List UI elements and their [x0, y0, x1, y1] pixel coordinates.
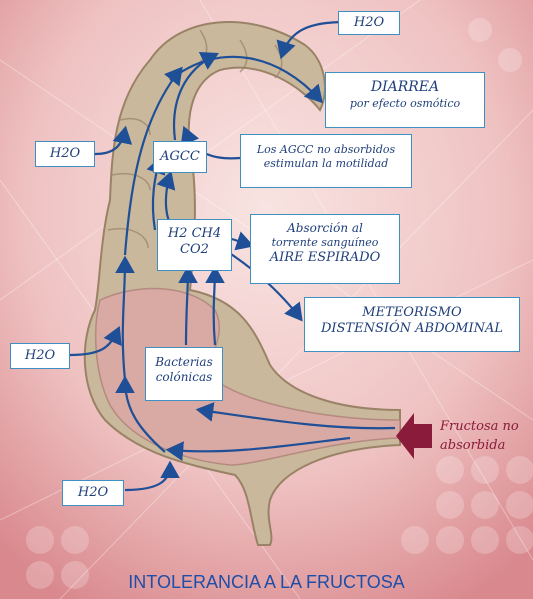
label-diarrea: DIARREA por efecto osmótico	[325, 72, 485, 128]
label-h2o-bottom-text: H2O	[63, 485, 123, 501]
diagram-caption: INTOLERANCIA A LA FRUCTOSA	[0, 572, 533, 593]
label-gases-line2: CO2	[158, 242, 231, 258]
label-meteorismo-line2: DISTENSIÓN ABDOMINAL	[305, 321, 519, 337]
label-absorcion-line1: Absorción al	[251, 221, 399, 236]
label-h2o-left-mid-text: H2O	[11, 348, 69, 364]
label-h2o-left-mid: H2O	[10, 343, 70, 369]
label-gases-line1: H2 CH4	[158, 226, 231, 242]
label-h2o-top-text: H2O	[339, 15, 399, 31]
label-h2o-left-upper: H2O	[35, 141, 95, 167]
label-h2o-top: H2O	[338, 11, 400, 35]
label-absorcion: Absorción al torrente sanguíneo AIRE ESP…	[250, 214, 400, 284]
label-absorcion-line3: AIRE ESPIRADO	[251, 250, 399, 266]
label-diarrea-line2: por efecto osmótico	[326, 97, 484, 111]
label-bacterias: Bacterias colónicas	[145, 347, 223, 401]
label-h2o-left-upper-text: H2O	[36, 146, 94, 162]
label-fructosa: Fructosa no absorbida	[440, 418, 519, 456]
label-h2o-bottom: H2O	[62, 480, 124, 506]
label-bacterias-line2: colónicas	[146, 370, 222, 385]
label-agcc-note-line2: estimulan la motilidad	[241, 157, 411, 171]
label-meteorismo-line1: METEORISMO	[305, 305, 519, 321]
label-fructosa-line1: Fructosa no	[440, 418, 519, 437]
label-gases: H2 CH4 CO2	[157, 219, 232, 271]
label-diarrea-line1: DIARREA	[326, 79, 484, 97]
label-bacterias-line1: Bacterias	[146, 355, 222, 370]
label-meteorismo: METEORISMO DISTENSIÓN ABDOMINAL	[304, 297, 520, 352]
label-agcc-note: Los AGCC no absorbidos estimulan la moti…	[240, 134, 412, 188]
label-absorcion-line2: torrente sanguíneo	[251, 236, 399, 250]
label-agcc: AGCC	[153, 141, 207, 173]
label-fructosa-line2: absorbida	[440, 437, 519, 456]
label-agcc-note-line1: Los AGCC no absorbidos	[241, 143, 411, 157]
label-agcc-text: AGCC	[154, 149, 206, 165]
